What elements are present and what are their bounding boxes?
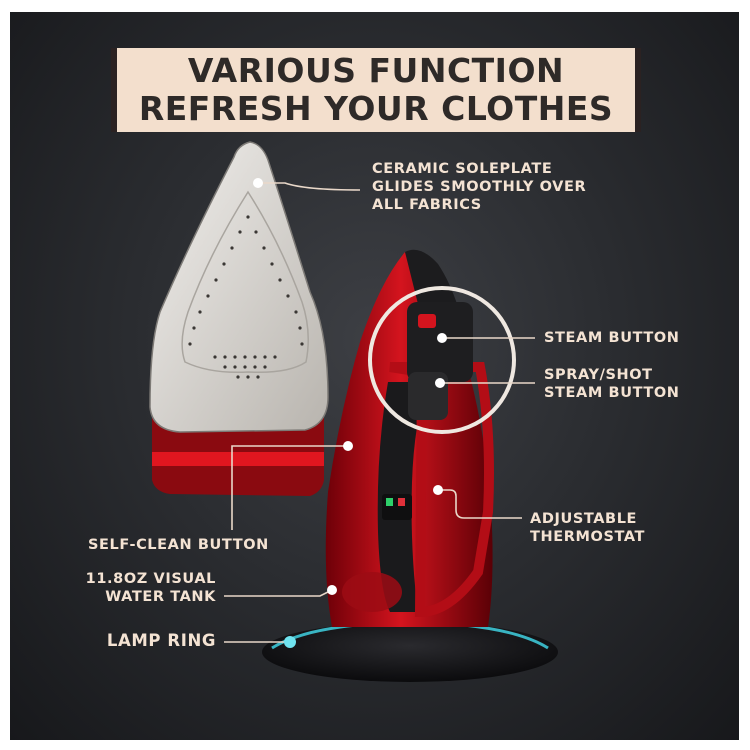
label-line: ADJUSTABLE: [530, 511, 638, 527]
soleplate-inner-outline: [181, 190, 309, 374]
steam-button: [418, 314, 436, 328]
product-image-frame: VARIOUS FUNCTION REFRESH YOUR CLOTHES CE…: [10, 12, 739, 740]
label-line: GLIDES SMOOTHLY OVER: [372, 179, 587, 195]
title-line-2: REFRESH YOUR CLOTHES: [138, 89, 614, 128]
label-lamp-ring: LAMP RING: [70, 632, 216, 650]
label-line: STEAM BUTTON: [544, 330, 680, 346]
label-line: ALL FABRICS: [372, 197, 482, 213]
soleplate-iron: [149, 141, 329, 496]
label-self-clean: SELF-CLEAN BUTTON: [88, 536, 269, 554]
label-line: 11.8OZ VISUAL: [85, 571, 216, 587]
base-plate: [262, 622, 558, 682]
display-panel: [382, 494, 412, 520]
title-banner: VARIOUS FUNCTION REFRESH YOUR CLOTHES: [111, 48, 641, 132]
label-line: LAMP RING: [106, 631, 216, 650]
label-ceramic-soleplate: CERAMIC SOLEPLATE GLIDES SMOOTHLY OVER A…: [372, 160, 586, 214]
label-line: STEAM BUTTON: [544, 385, 680, 401]
label-steam-button: STEAM BUTTON: [544, 329, 680, 347]
callout-dots: [253, 178, 447, 648]
display-green: [386, 498, 393, 506]
label-spray-shot: SPRAY/SHOT STEAM BUTTON: [544, 366, 680, 402]
iron-nose: [405, 249, 458, 312]
steam-iron-illustration: [149, 141, 558, 682]
soleplate-red-stripe: [152, 452, 324, 466]
soleplate-surface: [149, 141, 329, 433]
label-line: CERAMIC SOLEPLATE: [372, 161, 553, 177]
label-line: THERMOSTAT: [530, 529, 646, 545]
red-steam-iron: [325, 249, 494, 627]
zoom-circle: [368, 286, 516, 434]
label-adjustable-thermostat: ADJUSTABLE THERMOSTAT: [530, 510, 645, 546]
label-water-tank: 11.8OZ VISUAL WATER TANK: [70, 570, 216, 606]
water-tank: [342, 572, 402, 612]
handle-red-frame: [389, 362, 494, 618]
display-red: [398, 498, 405, 506]
iron-base: [262, 620, 558, 682]
label-line: SPRAY/SHOT: [544, 367, 653, 383]
title-line-1: VARIOUS FUNCTION: [187, 51, 565, 90]
label-line: WATER TANK: [105, 589, 216, 605]
steam-holes: [188, 215, 304, 379]
label-line: SELF-CLEAN BUTTON: [88, 537, 269, 553]
